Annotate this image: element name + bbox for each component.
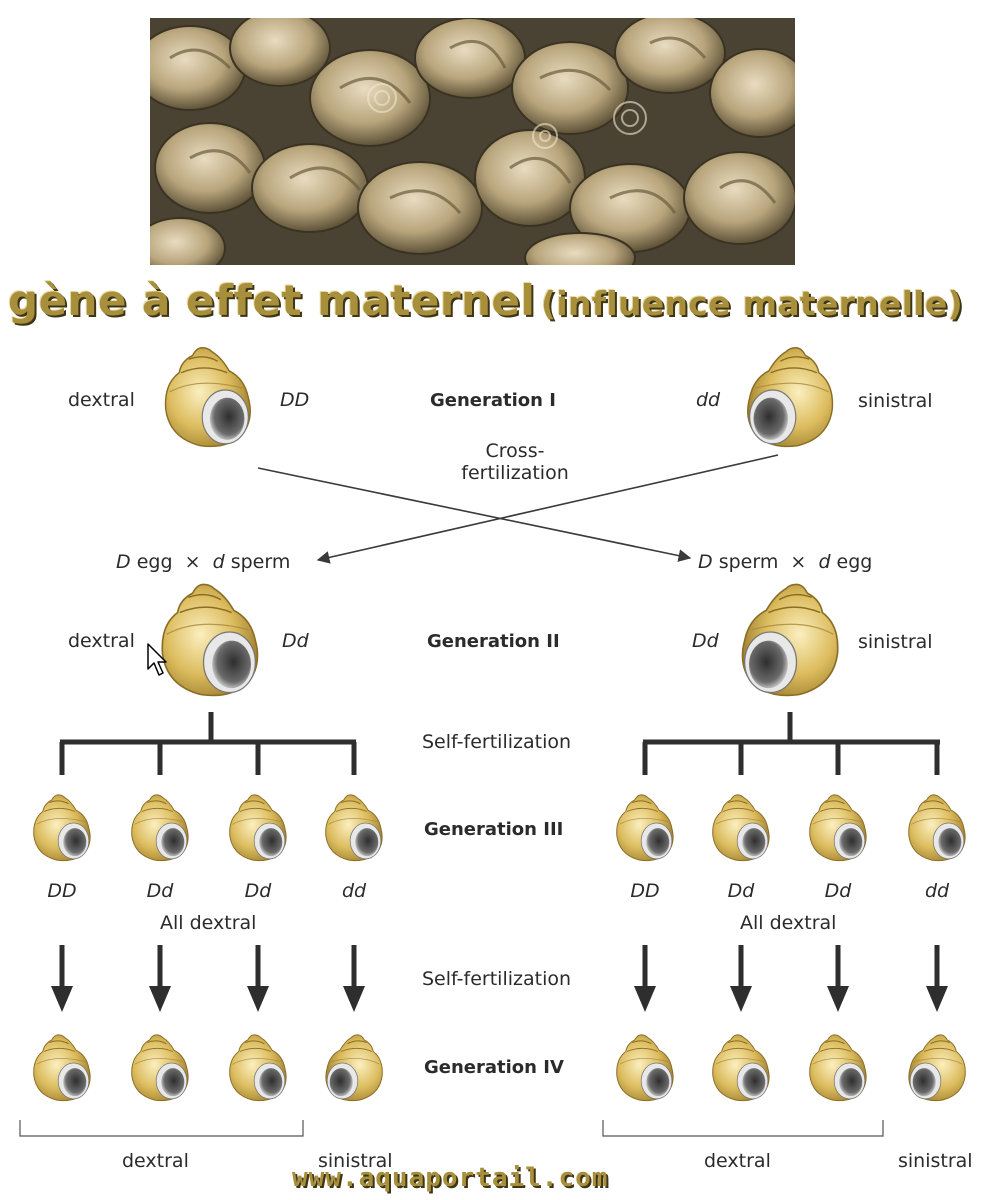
cross-label-line1: Cross- (485, 440, 545, 462)
gen3-right-shell-2 (709, 791, 773, 869)
cross-fertilization-label: Cross- fertilization (420, 440, 610, 484)
gen4-left-sinistral-shell (322, 1031, 386, 1109)
cross-label-line2: fertilization (461, 462, 569, 484)
snail-shells-photo (150, 18, 795, 265)
gen3-left-shell-1 (30, 791, 94, 869)
gen3-left-genotype-1: DD (47, 880, 77, 902)
right-times: × (790, 551, 807, 573)
gen3-right-genotype-4: dd (924, 880, 950, 902)
gen2-dextral-shell (156, 578, 264, 706)
generation-2-label: Generation II (427, 631, 560, 652)
gen4-right-dextral-shell-3 (806, 1031, 870, 1109)
left-sperm-word: sperm (230, 551, 291, 573)
gen2-left-phenotype: dextral (68, 630, 135, 652)
gen2-right-genotype: Dd (692, 630, 719, 652)
gen4-left-dextral-shell-3 (226, 1031, 290, 1109)
generation-4-label: Generation IV (424, 1057, 564, 1078)
gen4-right-dextral-shell-2 (709, 1031, 773, 1109)
self-fertilization-label-2: Self-fertilization (422, 968, 572, 990)
down-arrow-head (51, 986, 73, 1012)
gen4-right-dextral: dextral (704, 1150, 771, 1172)
right-egg-word: egg (836, 551, 873, 573)
down-arrow-head (730, 986, 752, 1012)
down-arrows (51, 945, 948, 1012)
right-sperm-allele: D (698, 551, 713, 573)
gen4-right-sinistral: sinistral (898, 1150, 973, 1172)
gen2-left-genotype: Dd (282, 630, 309, 652)
generation-1-label: Generation I (430, 390, 556, 411)
generation-3-label: Generation III (424, 819, 564, 840)
right-sperm-word: sperm (718, 551, 779, 573)
gen3-right-shell-4 (905, 791, 969, 869)
self-fertilization-label-1: Self-fertilization (422, 731, 572, 753)
mouse-cursor-icon (147, 643, 169, 681)
gen3-right-shell-3 (806, 791, 870, 869)
left-egg-allele: D (116, 551, 131, 573)
heading-sub: (influence maternelle) (540, 284, 963, 323)
gen4-right-dextral-shell-1 (613, 1031, 677, 1109)
left-cross-label: D egg × d sperm (116, 551, 290, 573)
down-arrow-head (247, 986, 269, 1012)
page-heading: gène à effet maternel (influence materne… (8, 276, 1000, 325)
down-arrow-head (926, 986, 948, 1012)
gen3-left-genotype-4: dd (341, 880, 367, 902)
heading-main: gène à effet maternel (8, 276, 536, 325)
gen1-left-phenotype: dextral (68, 389, 135, 411)
gen3-right-genotype-3: Dd (824, 880, 852, 902)
gen3-left-shell-4 (322, 791, 386, 869)
gen3-right-genotype-2: Dd (727, 880, 755, 902)
down-arrow-head (343, 986, 365, 1012)
left-egg-word: egg (136, 551, 173, 573)
down-arrow-head (634, 986, 656, 1012)
gen1-dextral-shell (160, 342, 256, 456)
gen4-left-sinistral: sinistral (318, 1150, 393, 1172)
gen2-sinistral-shell (736, 578, 844, 706)
gen3-left-summary: All dextral (160, 912, 257, 934)
gen1-right-phenotype: sinistral (858, 390, 933, 412)
gen3-left-genotype-3: Dd (244, 880, 272, 902)
gen3-right-summary: All dextral (740, 912, 837, 934)
gen3-right-shell-1 (613, 791, 677, 869)
gen4-left-dextral-shell-2 (128, 1031, 192, 1109)
gen3-left-shell-3 (226, 791, 290, 869)
gen4-left-dextral-shell-1 (30, 1031, 94, 1109)
gen3-left-shell-2 (128, 791, 192, 869)
website-watermark: www.aquaportail.com (292, 1163, 609, 1193)
gen1-sinistral-shell (742, 342, 838, 456)
gen3-right-genotype-1: DD (630, 880, 660, 902)
right-egg-allele: d (818, 551, 831, 573)
gen3-left-genotype-2: Dd (146, 880, 174, 902)
left-times: × (184, 551, 201, 573)
gen2-right-phenotype: sinistral (858, 631, 933, 653)
left-sperm-allele: d (212, 551, 225, 573)
gen4-left-dextral: dextral (122, 1150, 189, 1172)
gen1-right-genotype: dd (696, 389, 721, 411)
down-arrow-head (149, 986, 171, 1012)
right-cross-label: D sperm × d egg (698, 551, 872, 573)
down-arrow-head (827, 986, 849, 1012)
gen1-left-genotype: DD (280, 389, 310, 411)
gen4-right-sinistral-shell (905, 1031, 969, 1109)
